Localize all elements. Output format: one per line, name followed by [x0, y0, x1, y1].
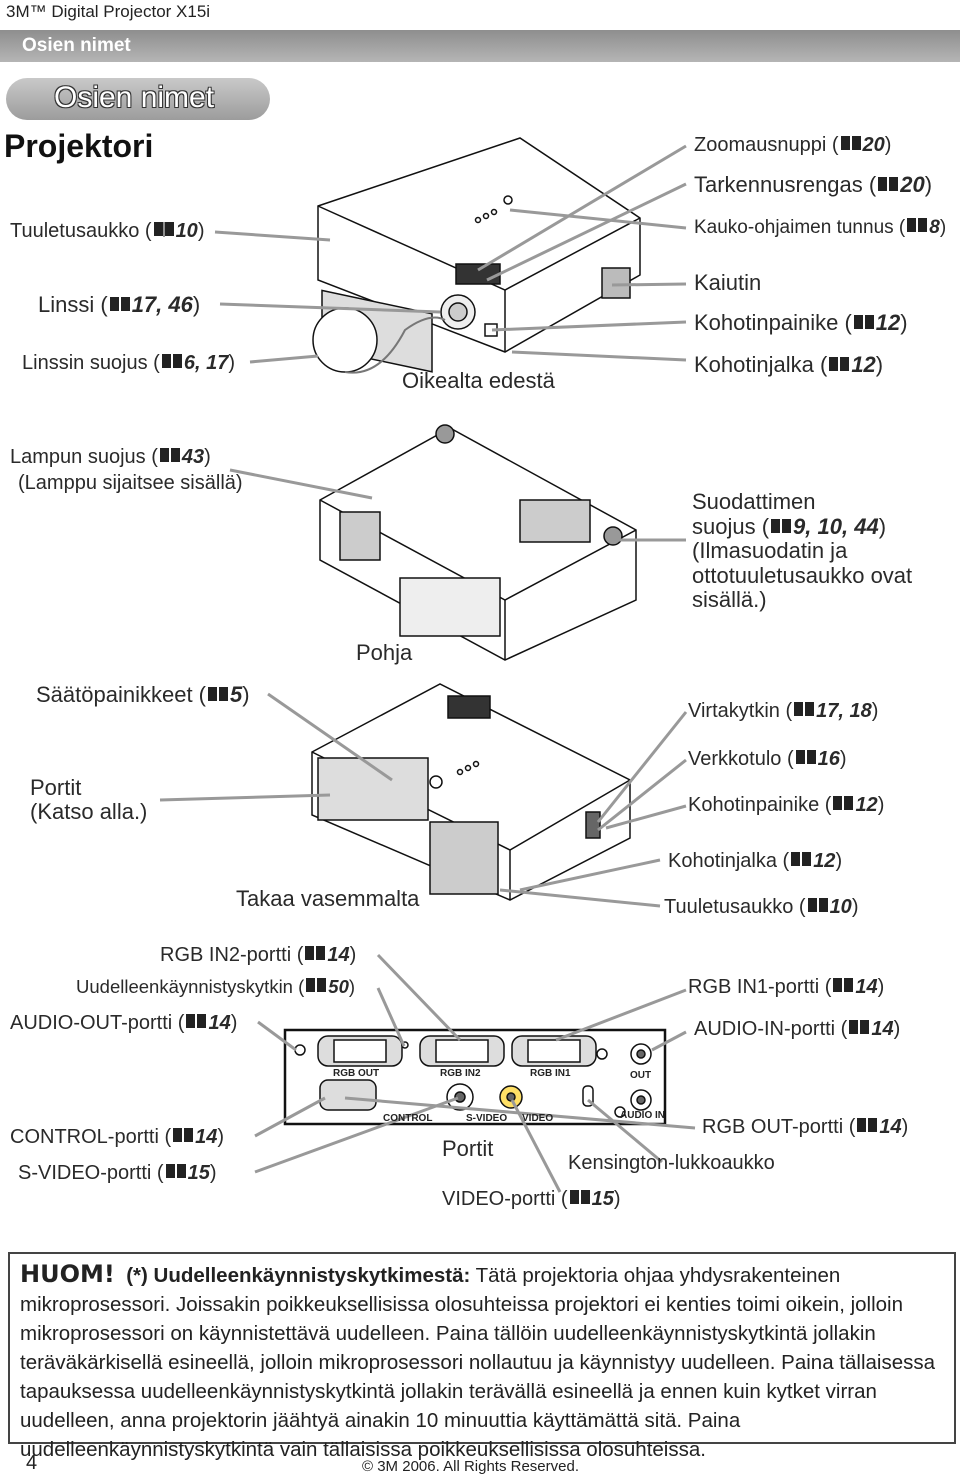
label-remote-sensor: Kauko-ohjaimen tunnus (8): [694, 217, 947, 238]
book-icon: [771, 518, 792, 533]
book-icon: [165, 1164, 186, 1178]
section-tab-title: Osien nimet: [54, 81, 215, 114]
label-control-buttons: Säätöpainikkeet (5): [36, 682, 250, 707]
copyright: © 3M 2006. All Rights Reserved.: [362, 1458, 579, 1475]
label-speaker: Kaiutin: [694, 270, 762, 295]
note-bold-lead: (*) Uudelleenkäynnistyskytkimestä:: [126, 1264, 471, 1287]
panel-label-out: OUT: [630, 1070, 652, 1081]
book-icon: [794, 702, 815, 716]
caption-ports-view: Portit: [442, 1136, 494, 1161]
book-icon: [791, 852, 812, 866]
book-icon: [795, 750, 816, 764]
label-rgb-in2-port: RGB IN2-portti (14): [160, 944, 357, 966]
page-number: 4: [26, 1452, 38, 1474]
book-icon: [857, 1118, 878, 1132]
book-icon: [907, 218, 928, 232]
panel-label-s-video: S-VIDEO: [466, 1113, 508, 1124]
label-elevator-button: Kohotinpainike (12): [694, 310, 908, 335]
label-restart-switch: Uudelleenkäynnistyskytkin (50): [76, 976, 356, 997]
label-lens-cover: Linssin suojus (6, 17): [22, 352, 235, 374]
book-icon: [853, 315, 874, 329]
label-rear-elevator-button: Kohotinpainike (12): [688, 794, 885, 816]
projector-front-illustration: [312, 137, 641, 373]
panel-label-rgb-in2: RGB IN2: [440, 1068, 481, 1079]
label-zoom-knob: Zoomausnuppi (20): [694, 134, 892, 156]
note-text: HUOM! (*) Uudelleenkäynnistyskytkimestä:…: [20, 1260, 944, 1464]
caption-rear-view: Takaa vasemmalta: [236, 886, 420, 911]
section-bar-title: Osien nimet: [22, 35, 131, 56]
label-elevator-foot: Kohotinjalka (12): [694, 352, 884, 377]
label-focus-ring: Tarkennusrengas (20): [694, 172, 933, 197]
note-box: HUOM! (*) Uudelleenkäynnistyskytkimestä:…: [8, 1252, 956, 1461]
book-icon: [153, 222, 174, 237]
book-icon: [159, 448, 180, 462]
panel-label-video: VIDEO: [522, 1113, 554, 1124]
section-tab: Osien nimet: [6, 78, 270, 120]
panel-label-control: CONTROL: [383, 1113, 433, 1124]
book-icon: [829, 357, 850, 371]
section-bar: Osien nimet: [0, 30, 960, 62]
panel-label-rgb-in1: RGB IN1: [530, 1068, 571, 1079]
book-icon: [878, 177, 899, 191]
book-icon: [569, 1190, 590, 1204]
label-control-port: CONTROL-portti (14): [10, 1126, 225, 1148]
label-s-video-port: S-VIDEO-portti (15): [18, 1162, 217, 1184]
book-icon: [807, 898, 828, 912]
document-title: 3M™ Digital Projector X15i: [6, 2, 211, 21]
book-icon: [306, 978, 327, 992]
label-rear-vent: Tuuletusaukko (10): [664, 896, 859, 918]
projector-bottom-illustration: [319, 424, 637, 661]
note-body: Tätä projektoria ohjaa yhdysrakenteinen …: [20, 1264, 936, 1461]
book-icon: [173, 1128, 194, 1142]
note-title: HUOM!: [20, 1260, 115, 1288]
projector-rear-illustration: [311, 683, 631, 901]
book-icon: [833, 978, 854, 992]
label-power-switch: Virtakytkin (17, 18): [688, 700, 879, 722]
label-kensington-slot: Kensington-lukkoaukko: [568, 1152, 775, 1174]
label-video-port: VIDEO-portti (15): [442, 1188, 621, 1210]
label-rear-elevator-foot: Kohotinjalka (12): [668, 850, 843, 872]
ports-panel-illustration: [283, 1028, 667, 1126]
label-lens: Linssi (17, 46): [38, 292, 201, 317]
label-audio-in-port: AUDIO-IN-portti (14): [694, 1018, 901, 1040]
book-icon: [109, 297, 130, 311]
book-icon: [305, 946, 326, 960]
book-icon: [849, 1020, 870, 1034]
label-ports-see-below: Portit (Katso alla.): [30, 775, 148, 824]
label-rgb-out-port: RGB OUT-portti (14): [702, 1116, 909, 1138]
leader-lines: [159, 144, 696, 1193]
book-icon: [840, 136, 861, 150]
label-audio-out-port: AUDIO-OUT-portti (14): [10, 1012, 238, 1034]
label-rgb-in1-port: RGB IN1-portti (14): [688, 976, 885, 998]
label-filter-cover: Suodattimen suojus (9, 10, 44) (Ilmasuod…: [692, 489, 913, 612]
label-vent-front: Tuuletusaukko (10): [10, 220, 205, 242]
label-lamp-note: (Lamppu sijaitsee sisällä): [18, 472, 243, 494]
panel-label-rgb-out: RGB OUT: [333, 1068, 380, 1079]
panel-label-audio-in: AUDIO IN: [620, 1110, 665, 1121]
label-ac-inlet: Verkkotulo (16): [688, 748, 847, 770]
book-icon: [833, 796, 854, 810]
book-icon: [208, 687, 228, 701]
caption-front-view: Oikealta edestä: [402, 368, 555, 393]
book-icon: [161, 354, 182, 368]
book-icon: [186, 1014, 207, 1028]
caption-bottom-view: Pohja: [356, 640, 413, 665]
label-lamp-cover: Lampun suojus (43): [10, 446, 211, 468]
page-heading: Projektori: [4, 128, 154, 164]
